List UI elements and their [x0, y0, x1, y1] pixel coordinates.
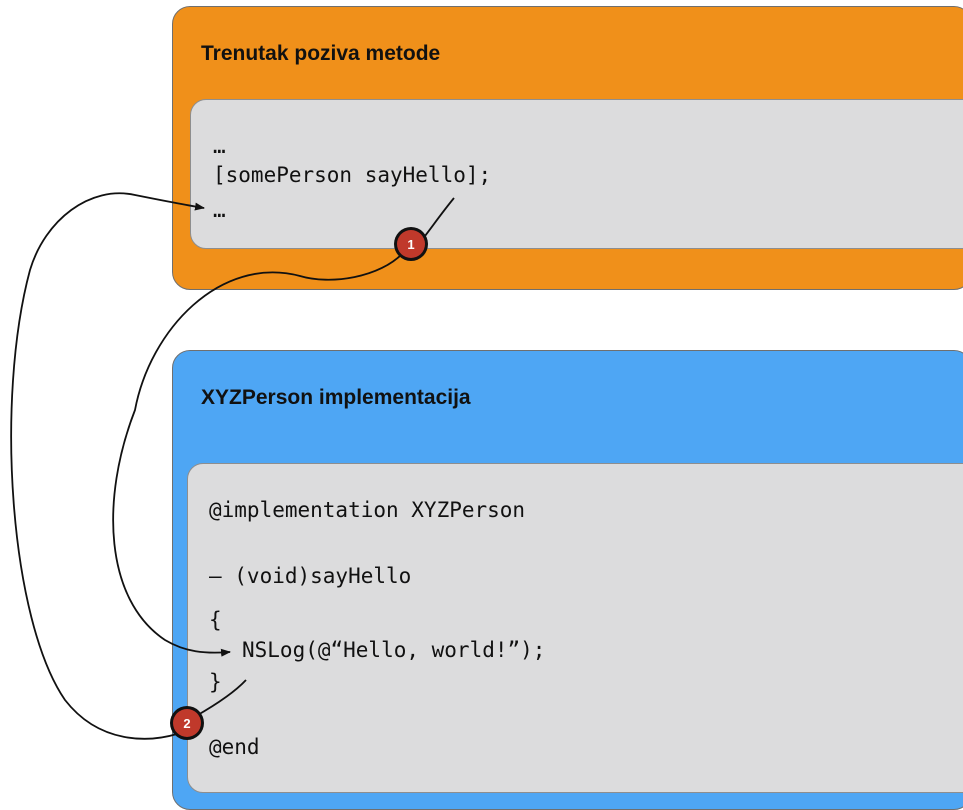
implementation-title: XYZPerson implementacija: [201, 386, 471, 409]
implementation-panel: XYZPerson implementacija @implementation…: [172, 350, 963, 810]
code-ellipsis-after: …: [213, 198, 226, 222]
code-ellipsis-before: …: [213, 134, 226, 158]
call-moment-panel: Trenutak poziva metode … [somePerson say…: [172, 6, 963, 290]
call-code-box: … [somePerson sayHello]; …: [190, 99, 963, 249]
code-close-brace: }: [209, 670, 222, 694]
code-nslog-statement: NSLog(@“Hello, world!”);: [242, 638, 546, 662]
call-moment-title: Trenutak poziva metode: [201, 42, 441, 65]
code-implementation-header: @implementation XYZPerson: [209, 498, 526, 522]
implementation-code-box: @implementation XYZPerson – (void)sayHel…: [187, 463, 963, 793]
code-open-brace: {: [209, 608, 222, 632]
code-method-call: [somePerson sayHello];: [213, 163, 492, 187]
code-method-signature: – (void)sayHello: [209, 564, 412, 588]
code-end: @end: [209, 735, 260, 759]
